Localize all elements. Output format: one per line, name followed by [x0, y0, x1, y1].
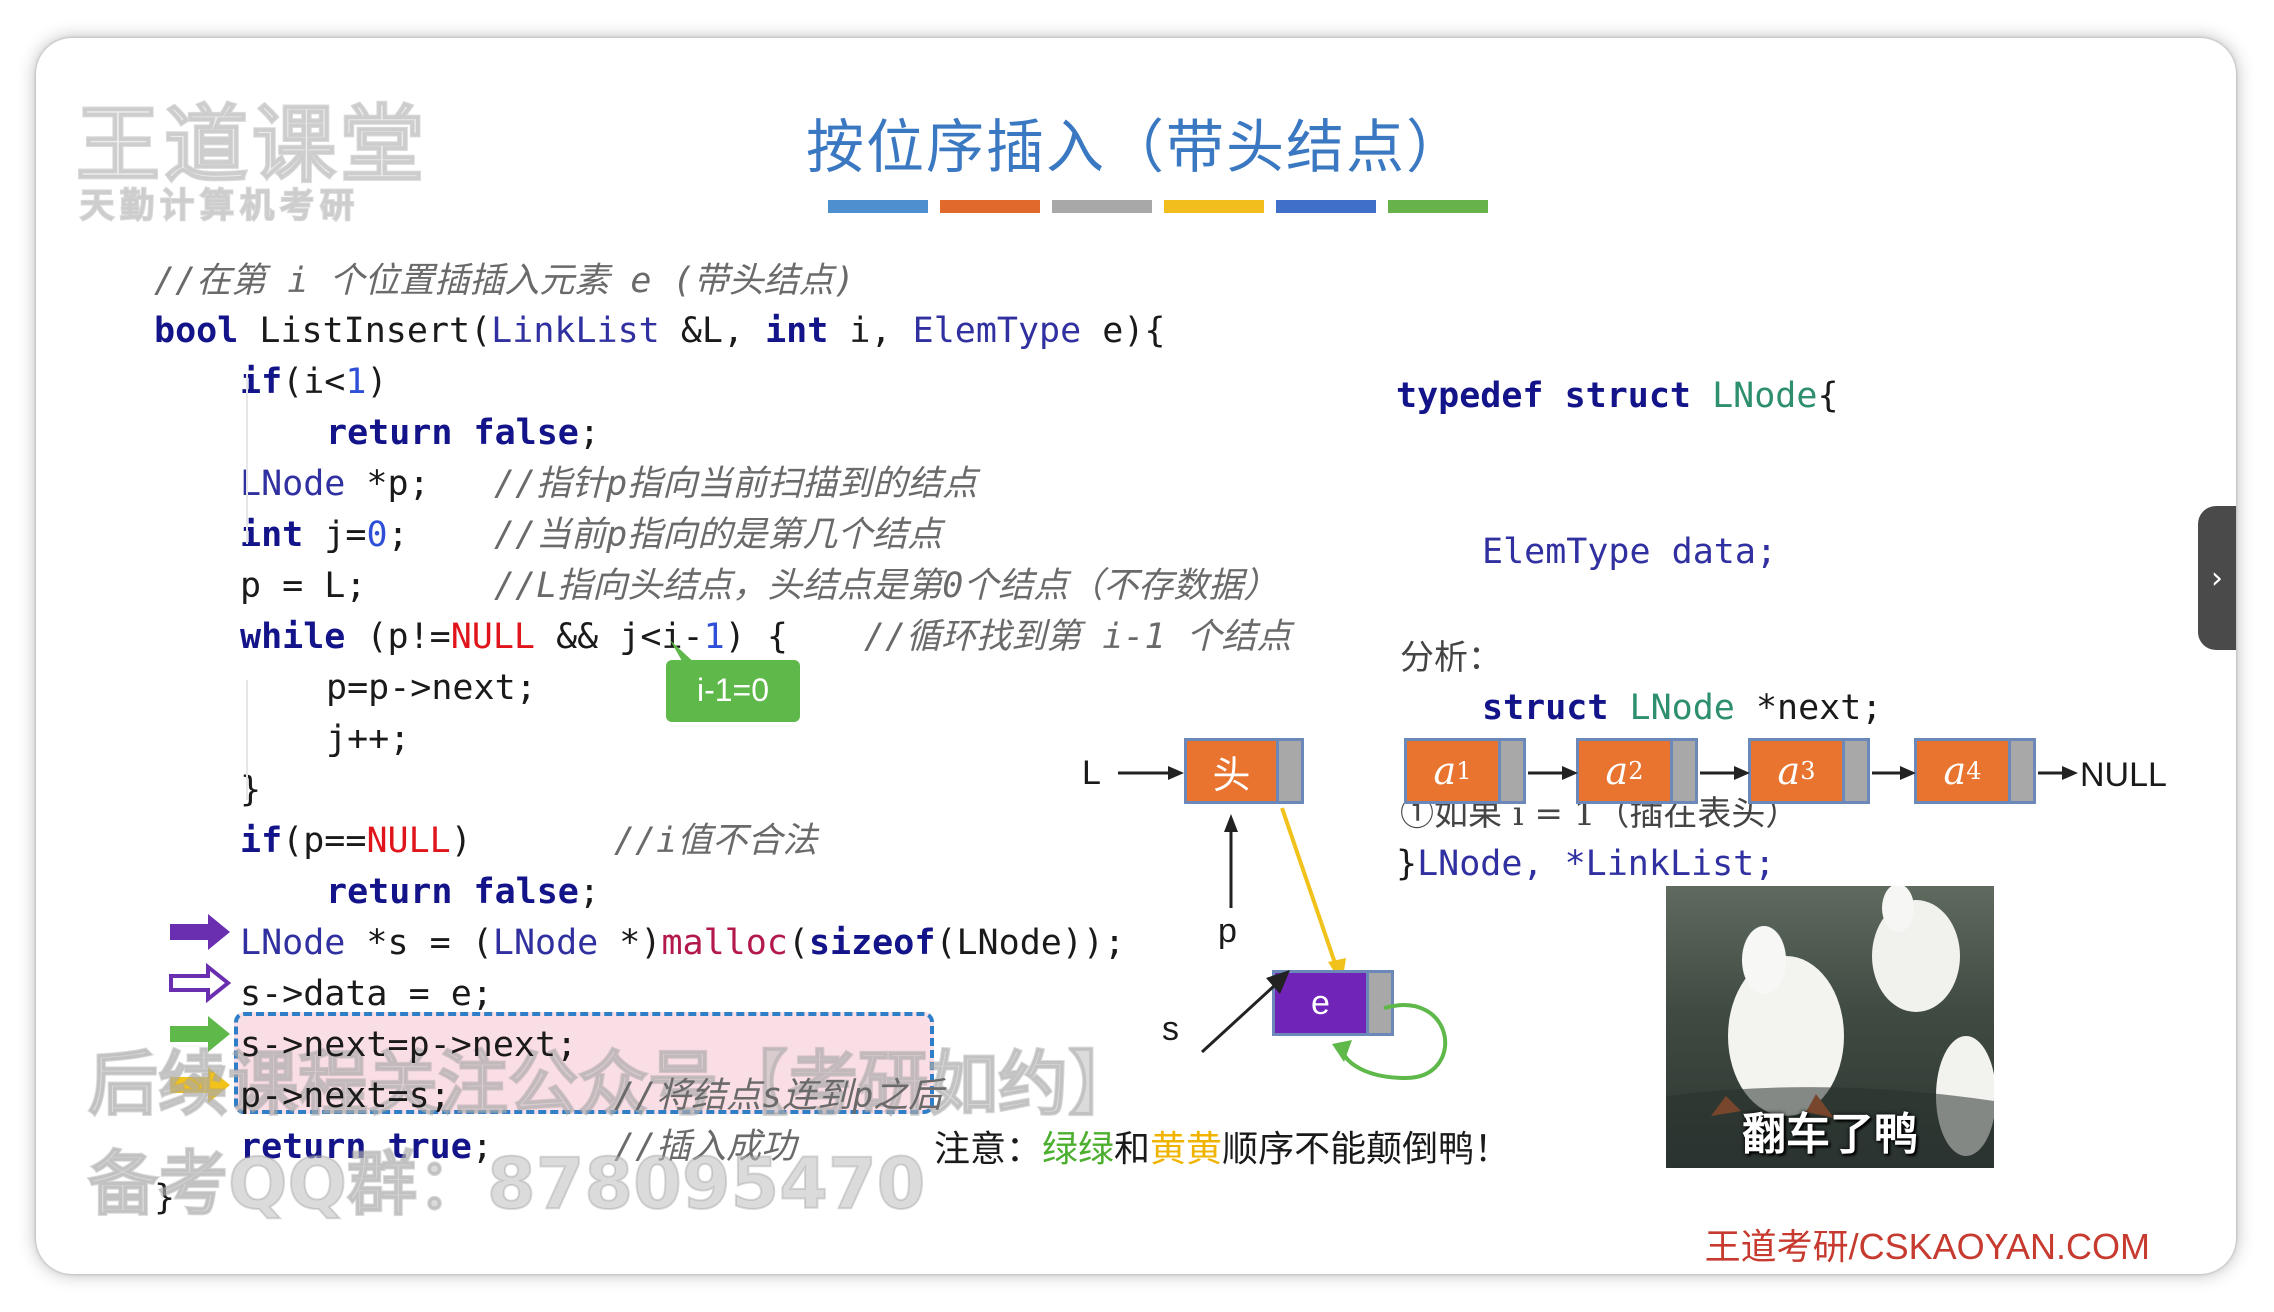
- arrow-indicator-green: [170, 1016, 230, 1052]
- code-block: //在第 i 个位置插插入元素 e (带头结点) bool ListInsert…: [154, 256, 1304, 1256]
- title-color-bar: [940, 200, 1040, 213]
- struct-line-1: typedef struct LNode{: [1396, 376, 1839, 416]
- highlight-box: [234, 1012, 934, 1114]
- title-color-bar: [1164, 200, 1264, 213]
- code-line-p-next: p=p->next;: [326, 668, 537, 708]
- next-slide-tab[interactable]: ›: [2198, 506, 2236, 650]
- code-line-return-true: return true;: [240, 1127, 493, 1167]
- code-line-if-null: if(p==NULL): [240, 821, 472, 861]
- code-comment-L: //L指向头结点，头结点是第0个结点（不存数据）: [494, 566, 1279, 606]
- analysis-heading: 分析：: [1400, 638, 1502, 678]
- node-head: 头: [1184, 738, 1304, 804]
- code-line-decl-j: int j=0;: [240, 515, 409, 555]
- code-comment-while: //循环找到第 i-1 个结点: [864, 617, 1292, 657]
- arrow-s-to-e: [1200, 970, 1290, 1054]
- code-line-return-false-1: return false;: [326, 413, 600, 453]
- arrow-indicator-yellow: [170, 1067, 230, 1103]
- code-signature: bool ListInsert(LinkList &L, int i, Elem…: [154, 311, 1166, 351]
- code-line-close-while: }: [240, 770, 262, 810]
- footer-brand: 王道考研/CSKAOYAN.COM: [1704, 1226, 2150, 1267]
- node-a3-ptr: [1842, 738, 1870, 804]
- label-null: NULL: [2080, 756, 2167, 794]
- code-line-s-next: s->next=p->next;: [240, 1025, 578, 1065]
- struct-line-4: }LNode, *LinkList;: [1396, 844, 1776, 884]
- arrow-indicator-outline: [169, 963, 232, 1003]
- title-color-bar: [828, 200, 928, 213]
- arrow-p-to-head: [1224, 814, 1238, 908]
- watermark-logo: 王道课堂: [75, 95, 429, 195]
- title-color-bar: [1052, 200, 1152, 213]
- node-a4-ptr: [2008, 738, 2036, 804]
- indent-guide: [246, 680, 248, 800]
- arrow-head-to-e: [1280, 807, 1346, 984]
- node-e-ptr: [1366, 970, 1394, 1036]
- analysis: 分析： ①如果 i = 1（插在表头）: [1400, 528, 1799, 944]
- duck-photo: 翻车了鸭: [1666, 886, 1994, 1168]
- code-line-while: while (p!=NULL && j<i-1) {: [240, 617, 788, 657]
- arrow-a4-null: [2038, 766, 2078, 780]
- code-line-j-inc: j++;: [326, 719, 411, 759]
- code-comment-link: //将结点s连到p之后: [614, 1076, 944, 1116]
- code-line-decl-p: LNode *p;: [240, 464, 430, 504]
- code-line-malloc: LNode *s = (LNode *)malloc(sizeof(LNode)…: [240, 923, 1126, 963]
- node-e: e: [1272, 970, 1394, 1036]
- struct-line-2: ElemType data;: [1482, 532, 1778, 572]
- label-s: s: [1162, 1010, 1179, 1048]
- tag-i-minus-1: i-1=0: [666, 660, 800, 722]
- node-head-data: 头: [1184, 738, 1276, 804]
- code-line-if-i: if(i<1): [240, 362, 388, 402]
- code-comment-j: //当前p指向的是第几个结点: [494, 515, 943, 555]
- watermark-line-2: 备考QQ群：878095470: [87, 1142, 926, 1226]
- struct-code: typedef struct LNode{ ElemType data; str…: [1396, 266, 1882, 994]
- code-comment-success: //插入成功: [614, 1127, 797, 1167]
- label-L: L: [1082, 754, 1101, 792]
- slide-title: 按位序插入（带头结点）: [805, 113, 1466, 181]
- title-color-bar: [1276, 200, 1376, 213]
- code-comment-top: //在第 i 个位置插插入元素 e (带头结点): [154, 261, 855, 301]
- chevron-right-icon: ›: [2211, 560, 2223, 596]
- arrow-a2-a3: [1700, 766, 1750, 780]
- arrow-L-to-head: [1118, 766, 1184, 780]
- node-a1-ptr: [1498, 738, 1526, 804]
- node-a2-ptr: [1670, 738, 1698, 804]
- node-head-ptr: [1276, 738, 1304, 804]
- node-e-data: e: [1272, 970, 1366, 1036]
- watermark-line-1: 后续课程关注公众号【考研如约】: [87, 1042, 1139, 1126]
- code-line-close-fn: }: [154, 1178, 176, 1218]
- watermark-subtitle: 天勤计算机考研: [79, 185, 360, 227]
- code-comment-if-null: //i值不合法: [614, 821, 818, 861]
- code-line-return-false-2: return false;: [326, 872, 600, 912]
- struct-line-3: struct LNode *next;: [1482, 688, 1883, 728]
- code-line-s-data: s->data = e;: [240, 974, 493, 1014]
- code-line-p-eq-L: p = L;: [240, 566, 367, 606]
- title-color-bar: [1388, 200, 1488, 213]
- label-p: p: [1218, 912, 1237, 950]
- code-comment-p: //指针p指向当前扫描到的结点: [494, 464, 978, 504]
- duck-illustration: [1666, 886, 1994, 1168]
- slide: 王道课堂 天勤计算机考研 按位序插入（带头结点） //在第 i 个位置插插入元素…: [36, 38, 2236, 1274]
- arrow-indicator-purple: [170, 914, 230, 950]
- arrow-a1-a2: [1528, 766, 1578, 780]
- arrow-e-self-loop: [1332, 1003, 1448, 1081]
- arrow-a3-a4: [1872, 766, 1916, 780]
- code-line-p-next-s: p->next=s;: [240, 1076, 451, 1116]
- note-order-warning: 注意：绿绿和黄黄顺序不能颠倒鸭！: [934, 1129, 1511, 1170]
- photo-caption: 翻车了鸭: [1742, 1109, 1918, 1160]
- indent-guide: [246, 374, 248, 544]
